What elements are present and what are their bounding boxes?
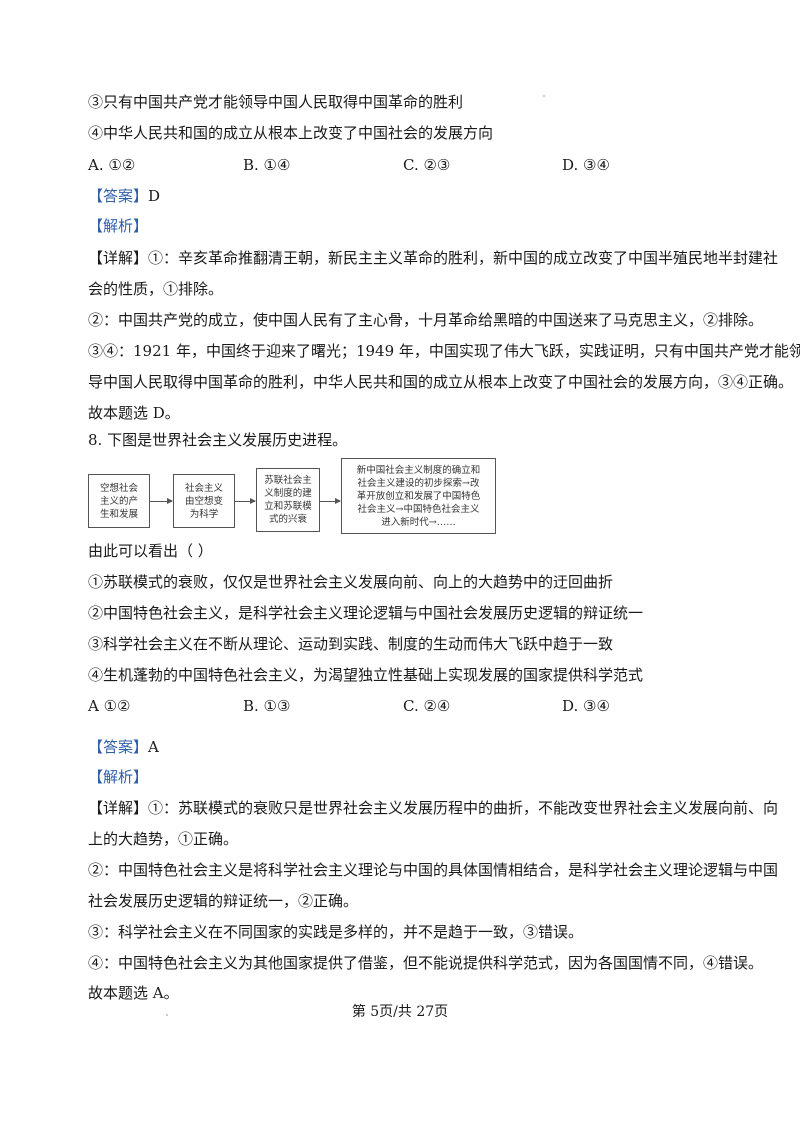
flow-arrow (235, 498, 256, 504)
detail-text: ①：辛亥革命推翻清王朝，新民主主义革命的胜利，新中国的成立改变了中国半殖民地半封… (148, 249, 779, 267)
q8-option-b: B. ①③ (243, 697, 291, 715)
q8-statement-4: ④生机蓬勃的中国特色社会主义，为渴望独立性基础上实现发展的国家提供科学范式 (88, 666, 644, 684)
history-flowchart: 空想社会 主义的产 生和发展 社会主义 由空想变 为科学 苏联社会主 义制度的建… (88, 458, 508, 534)
q7-detail-2: ②：中国共产党的成立，使中国人民有了主心骨，十月革命给黑暗的中国送来了马克思主义… (88, 311, 764, 329)
q7-analysis-tag: 【解析】 (88, 217, 149, 235)
flow-arrow (150, 498, 173, 504)
q8-stem: 8. 下图是世界社会主义发展历史进程。 (88, 431, 348, 449)
q7-conclusion: 故本题选 D。 (88, 404, 180, 422)
flow-box-utopian: 空想社会 主义的产 生和发展 (88, 474, 150, 528)
q8-detail-2b: 社会发展历史逻辑的辩证统一，②正确。 (88, 892, 359, 910)
q8-option-d: D. ③④ (562, 697, 610, 715)
q8-option-a: A ①② (88, 697, 131, 715)
q8-conclusion: 故本题选 A。 (88, 984, 179, 1002)
q7-option-d: D. ③④ (562, 156, 610, 174)
detail-tag: 【详解】 (88, 799, 149, 817)
q7-detail-1b: 会的性质，①排除。 (88, 280, 224, 298)
q8-statement-2: ②中国特色社会主义，是科学社会主义理论逻辑与中国社会发展历史逻辑的辩证统一 (88, 604, 644, 622)
flow-box-scientific: 社会主义 由空想变 为科学 (173, 474, 235, 528)
answer-value: A (148, 738, 159, 756)
detail-tag: 【详解】 (88, 249, 149, 267)
answer-tag: 【答案】 (88, 738, 149, 756)
q7-statement-3: ③只有中国共产党才能领导中国人民取得中国革命的胜利 (88, 93, 464, 111)
q7-detail-3a: ③④：1921 年，中国终于迎来了曙光；1949 年，中国实现了伟大飞跃，实践证… (88, 342, 800, 360)
flow-arrow (320, 498, 341, 504)
flow-box-china: 新中国社会主义制度的确立和 社会主义建设的初步探索→改 革开放创立和发展了中国特… (341, 458, 496, 534)
detail-text: ①：苏联模式的衰败只是世界社会主义发展历程中的曲折，不能改变世界社会主义发展向前… (148, 799, 779, 817)
q8-detail-1b: 上的大趋势，①正确。 (88, 830, 239, 848)
q7-statement-4: ④中华人民共和国的成立从根本上改变了中国社会的发展方向 (88, 124, 494, 142)
scan-speck (543, 95, 545, 97)
q8-statement-3: ③科学社会主义在不断从理论、运动到实践、制度的生动而伟大飞跃中趋于一致 (88, 635, 614, 653)
answer-tag: 【答案】 (88, 187, 149, 205)
q8-answer: 【答案】A (88, 737, 159, 757)
q7-detail-3b: 导中国人民取得中国革命的胜利，中华人民共和国的成立从根本上改变了中国社会的发展方… (88, 373, 794, 391)
page-number: 第 5页/共 27页 (351, 1004, 449, 1020)
q7-option-c: C. ②③ (403, 156, 451, 174)
q8-statement-1: ①苏联模式的衰败，仅仅是世界社会主义发展向前、向上的大趋势中的迂回曲折 (88, 573, 614, 591)
q8-analysis-tag: 【解析】 (88, 768, 149, 786)
q8-detail-3: ③：科学社会主义在不同国家的实践是多样的，并不是趋于一致，③错误。 (88, 923, 584, 941)
q8-detail-4: ④：中国特色社会主义为其他国家提供了借鉴，但不能说提供科学范式，因为各国国情不同… (88, 954, 764, 972)
q8-detail-2a: ②：中国特色社会主义是将科学社会主义理论与中国的具体国情相结合，是科学社会主义理… (88, 861, 779, 879)
q8-prompt: 由此可以看出（ ） (88, 542, 213, 560)
q7-detail-1a: 【详解】①：辛亥革命推翻清王朝，新民主主义革命的胜利，新中国的成立改变了中国半殖… (88, 248, 778, 268)
q8-option-c: C. ②④ (403, 697, 451, 715)
q7-option-a: A. ①② (88, 156, 136, 174)
flow-box-soviet: 苏联社会主 义制度的建 立和苏联模 式的兴衰 (256, 468, 320, 532)
q8-detail-1a: 【详解】①：苏联模式的衰败只是世界社会主义发展历程中的曲折，不能改变世界社会主义… (88, 798, 778, 818)
answer-value: D (148, 187, 161, 205)
scan-speck (166, 1014, 168, 1016)
q7-option-b: B. ①④ (243, 156, 291, 174)
q7-answer: 【答案】D (88, 186, 160, 206)
